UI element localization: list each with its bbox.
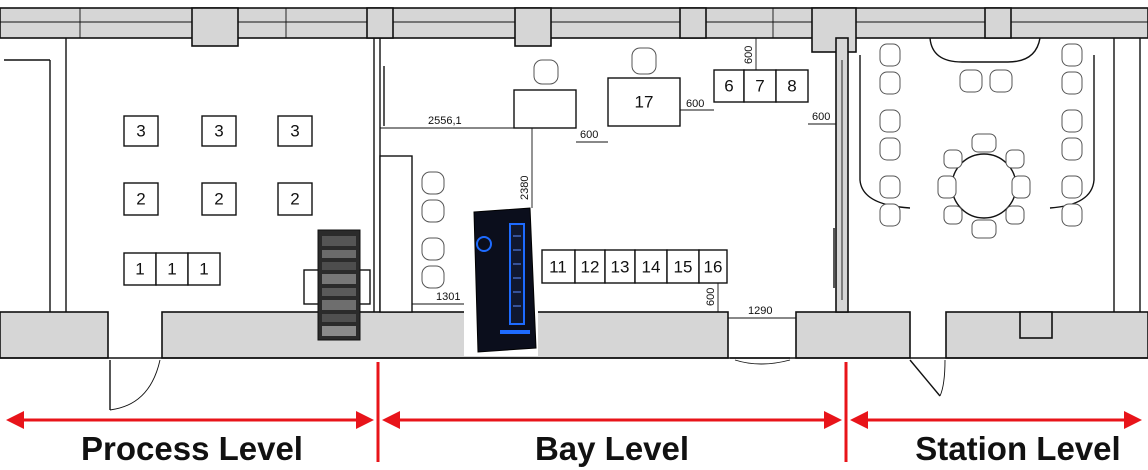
level-arrows (6, 362, 1142, 462)
process-cabinet (187, 252, 221, 286)
chair-icon (959, 69, 983, 93)
bay-cabinet (634, 249, 668, 284)
station-level-label: Station Level (915, 430, 1120, 467)
process-cabinet-label: 2 (214, 190, 223, 209)
dimension-label: 600 (686, 98, 704, 110)
chair-icon (879, 203, 901, 227)
dimension-lines: 2556,1 600 600 600 600 2380 1301 600 129… (380, 38, 836, 319)
dimension-label: 600 (812, 111, 830, 123)
cabinet-label: 14 (642, 258, 661, 277)
process-cabinets: 3 3 3 2 2 2 1 1 1 (123, 115, 313, 286)
chair-icon (1061, 109, 1083, 133)
process-rack-photo (317, 229, 361, 341)
process-level-label: Process Level (81, 430, 303, 467)
process-cabinet (201, 115, 237, 147)
chair-icon (1005, 149, 1025, 169)
bay-cabinet (713, 69, 745, 103)
cabinet-label: 16 (704, 258, 723, 277)
arrowhead-left-icon (850, 411, 868, 429)
arrowhead-right-icon (356, 411, 374, 429)
cabinet-label: 7 (755, 77, 764, 96)
process-cabinet (155, 252, 189, 286)
desk (513, 89, 577, 129)
process-cabinet-label: 1 (199, 260, 208, 279)
chair-icon (989, 69, 1013, 93)
dimension-label: 600 (705, 288, 717, 306)
chair-icon (879, 137, 901, 161)
chair-icon (943, 205, 963, 225)
bay-cabinet (666, 249, 700, 284)
chair-icon (1061, 137, 1083, 161)
arrowhead-left-icon (382, 411, 400, 429)
chair-icon (1061, 203, 1083, 227)
bay-cabinet (574, 249, 606, 284)
bottom-wall (0, 311, 1148, 359)
process-cabinet-label: 2 (136, 190, 145, 209)
process-cabinet-label: 1 (167, 260, 176, 279)
process-cabinet (277, 182, 313, 216)
station-furniture (879, 43, 1083, 239)
cabinet-label: 15 (674, 258, 693, 277)
arrowhead-left-icon (6, 411, 24, 429)
chair-icon (421, 237, 445, 261)
cabinet-label: 8 (787, 77, 796, 96)
dimension-label: 1301 (436, 291, 460, 303)
wall-cabinet (379, 155, 413, 313)
cabinet-label: 11 (549, 258, 567, 277)
chair-icon (421, 265, 445, 289)
cabinet-label: 13 (611, 258, 630, 277)
arrowhead-right-icon (1124, 411, 1142, 429)
chair-icon (421, 199, 445, 223)
bay-cabinet (775, 69, 809, 103)
process-cabinet-label: 3 (214, 122, 223, 141)
cabinet-label: 17 (635, 93, 654, 112)
process-cabinet-label: 3 (136, 122, 145, 141)
chair-icon (533, 59, 559, 85)
chair-icon (1011, 175, 1031, 199)
cabinet-label: 12 (581, 258, 600, 277)
bay-furniture: 17 6 7 8 11 12 13 14 15 16 (379, 69, 809, 313)
bay-level-label: Bay Level (535, 430, 689, 467)
process-cabinet (277, 115, 313, 147)
process-cabinet (123, 182, 159, 216)
bay-cabinet (698, 249, 728, 284)
bay-cabinet (604, 249, 636, 284)
process-cabinet-label: 3 (290, 122, 299, 141)
bay-cabinet (743, 69, 777, 103)
desk-17 (607, 77, 681, 127)
process-cabinet-label: 2 (290, 190, 299, 209)
process-cabinet-label: 1 (135, 260, 144, 279)
chair-icon (1061, 71, 1083, 95)
chair-icon (879, 43, 901, 67)
chair-icon (971, 219, 997, 239)
chair-icon (1061, 43, 1083, 67)
chair-icon (879, 71, 901, 95)
chair-icon (879, 175, 901, 199)
cabinet-label: 6 (724, 77, 733, 96)
doors (109, 66, 946, 411)
chair-icon (631, 47, 657, 75)
dimension-label: 2556,1 (428, 115, 462, 127)
chair-icon (937, 175, 957, 199)
dimension-label: 600 (580, 129, 598, 141)
bay-chairs (421, 47, 657, 289)
chair-icon (879, 109, 901, 133)
arrowhead-right-icon (824, 411, 842, 429)
chair-icon (421, 171, 445, 195)
process-cabinet (201, 182, 237, 216)
top-wall (0, 7, 1148, 53)
chair-icon (971, 133, 997, 153)
dimension-label: 1290 (748, 305, 772, 317)
chair-icon (943, 149, 963, 169)
chair-icon (1061, 175, 1083, 199)
dimension-label: 600 (743, 46, 755, 64)
process-cabinet (123, 115, 159, 147)
bay-rack-photo (464, 200, 538, 356)
chair-icon (1005, 205, 1025, 225)
dimension-label: 2380 (519, 176, 531, 200)
